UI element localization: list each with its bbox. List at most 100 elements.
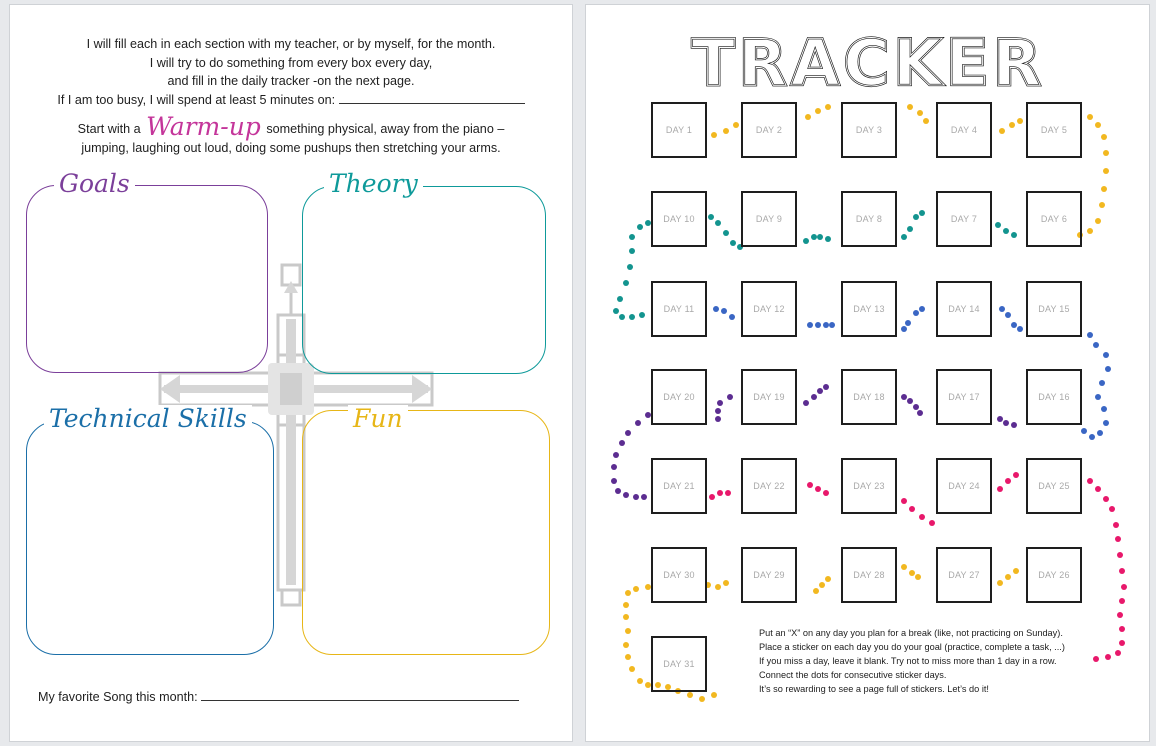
intro-line-1: I will fill each in each section with my…	[86, 37, 496, 51]
connector-dot	[907, 226, 913, 232]
connector-dot	[645, 220, 651, 226]
connector-dot	[721, 308, 727, 314]
connector-dot	[708, 214, 714, 220]
connector-dot	[1099, 380, 1105, 386]
day-box-12[interactable]: DAY 12	[741, 281, 797, 337]
day-box-24[interactable]: DAY 24	[936, 458, 992, 514]
connector-dot	[1087, 478, 1093, 484]
connector-dot	[919, 306, 925, 312]
connector-dot	[919, 210, 925, 216]
connector-dot	[733, 122, 739, 128]
day-box-10[interactable]: DAY 10	[651, 191, 707, 247]
connector-dot	[1119, 626, 1125, 632]
day-box-13[interactable]: DAY 13	[841, 281, 897, 337]
connector-dot	[1105, 654, 1111, 660]
day-box-22[interactable]: DAY 22	[741, 458, 797, 514]
connector-dot	[1013, 472, 1019, 478]
connector-dot	[1095, 218, 1101, 224]
worksheet-page: I will fill each in each section with my…	[9, 4, 573, 742]
day-box-9[interactable]: DAY 9	[741, 191, 797, 247]
connector-dot	[825, 236, 831, 242]
day-box-7[interactable]: DAY 7	[936, 191, 992, 247]
connector-dot	[917, 410, 923, 416]
connector-dot	[723, 230, 729, 236]
connector-dot	[1103, 150, 1109, 156]
connector-dot	[995, 222, 1001, 228]
connector-dot	[615, 488, 621, 494]
connector-dot	[997, 580, 1003, 586]
connector-dot	[1003, 420, 1009, 426]
day-box-16[interactable]: DAY 16	[1026, 369, 1082, 425]
connector-dot	[811, 394, 817, 400]
day-box-15[interactable]: DAY 15	[1026, 281, 1082, 337]
warmup-line-2: jumping, laughing out loud, doing some p…	[81, 141, 501, 155]
connector-dot	[1109, 506, 1115, 512]
connector-dot	[623, 492, 629, 498]
connector-dot	[711, 132, 717, 138]
tracker-page: TRACKER TRACKER DAY 1 DAY 2 DAY 3 DAY 4 DAY …	[585, 4, 1150, 742]
day-box-26[interactable]: DAY 26	[1026, 547, 1082, 603]
day-box-6[interactable]: DAY 6	[1026, 191, 1082, 247]
connector-dot	[1113, 522, 1119, 528]
tracker-title-inline: TRACKER	[691, 27, 1044, 93]
connector-dot	[997, 486, 1003, 492]
day-box-2[interactable]: DAY 2	[741, 102, 797, 158]
day-box-27[interactable]: DAY 27	[936, 547, 992, 603]
connector-dot	[1087, 114, 1093, 120]
day-box-11[interactable]: DAY 11	[651, 281, 707, 337]
connector-dot	[1119, 598, 1125, 604]
busy-label: If I am too busy, I will spend at least …	[57, 92, 336, 107]
connector-dot	[629, 234, 635, 240]
day-box-17[interactable]: DAY 17	[936, 369, 992, 425]
tracker-title: TRACKER TRACKER	[690, 27, 1044, 93]
connector-dot	[1005, 478, 1011, 484]
day-box-25[interactable]: DAY 25	[1026, 458, 1082, 514]
day-box-23[interactable]: DAY 23	[841, 458, 897, 514]
connector-dot	[1095, 394, 1101, 400]
favorite-song-blank-line[interactable]	[201, 688, 520, 701]
day-box-19[interactable]: DAY 19	[741, 369, 797, 425]
connector-dot	[727, 394, 733, 400]
connector-dot	[815, 108, 821, 114]
connector-dot	[999, 306, 1005, 312]
goals-box[interactable]	[26, 185, 268, 373]
connector-dot	[1115, 650, 1121, 656]
day-box-18[interactable]: DAY 18	[841, 369, 897, 425]
connector-dot	[625, 628, 631, 634]
day-box-8[interactable]: DAY 8	[841, 191, 897, 247]
connector-dot	[1087, 228, 1093, 234]
connector-dot	[913, 214, 919, 220]
connector-dot	[725, 490, 731, 496]
connector-dot	[913, 404, 919, 410]
connector-dot	[730, 240, 736, 246]
connector-dot	[1081, 428, 1087, 434]
day-box-29[interactable]: DAY 29	[741, 547, 797, 603]
day-box-31[interactable]: DAY 31	[651, 636, 707, 692]
busy-blank-line[interactable]	[338, 91, 525, 104]
day-box-3[interactable]: DAY 3	[841, 102, 897, 158]
connector-dot	[1095, 486, 1101, 492]
day-box-5[interactable]: DAY 5	[1026, 102, 1082, 158]
connector-dot	[611, 464, 617, 470]
connector-dot	[641, 494, 647, 500]
day-box-14[interactable]: DAY 14	[936, 281, 992, 337]
day-box-30[interactable]: DAY 30	[651, 547, 707, 603]
day-box-20[interactable]: DAY 20	[651, 369, 707, 425]
day-box-4[interactable]: DAY 4	[936, 102, 992, 158]
connector-dot	[1099, 202, 1105, 208]
technical-skills-box[interactable]	[26, 421, 274, 655]
day-box-1[interactable]: DAY 1	[651, 102, 707, 158]
fun-box[interactable]	[302, 410, 550, 655]
connector-dot	[813, 588, 819, 594]
connector-dot	[665, 684, 671, 690]
instruction-line-4: Connect the dots for consecutive sticker…	[759, 670, 947, 680]
connector-dot	[909, 570, 915, 576]
connector-dot	[1017, 326, 1023, 332]
warmup-suffix: something physical, away from the piano …	[266, 122, 505, 136]
connector-dot	[1119, 568, 1125, 574]
connector-dot	[913, 310, 919, 316]
day-box-28[interactable]: DAY 28	[841, 547, 897, 603]
day-box-21[interactable]: DAY 21	[651, 458, 707, 514]
connector-dot	[815, 322, 821, 328]
theory-box[interactable]	[302, 186, 546, 374]
